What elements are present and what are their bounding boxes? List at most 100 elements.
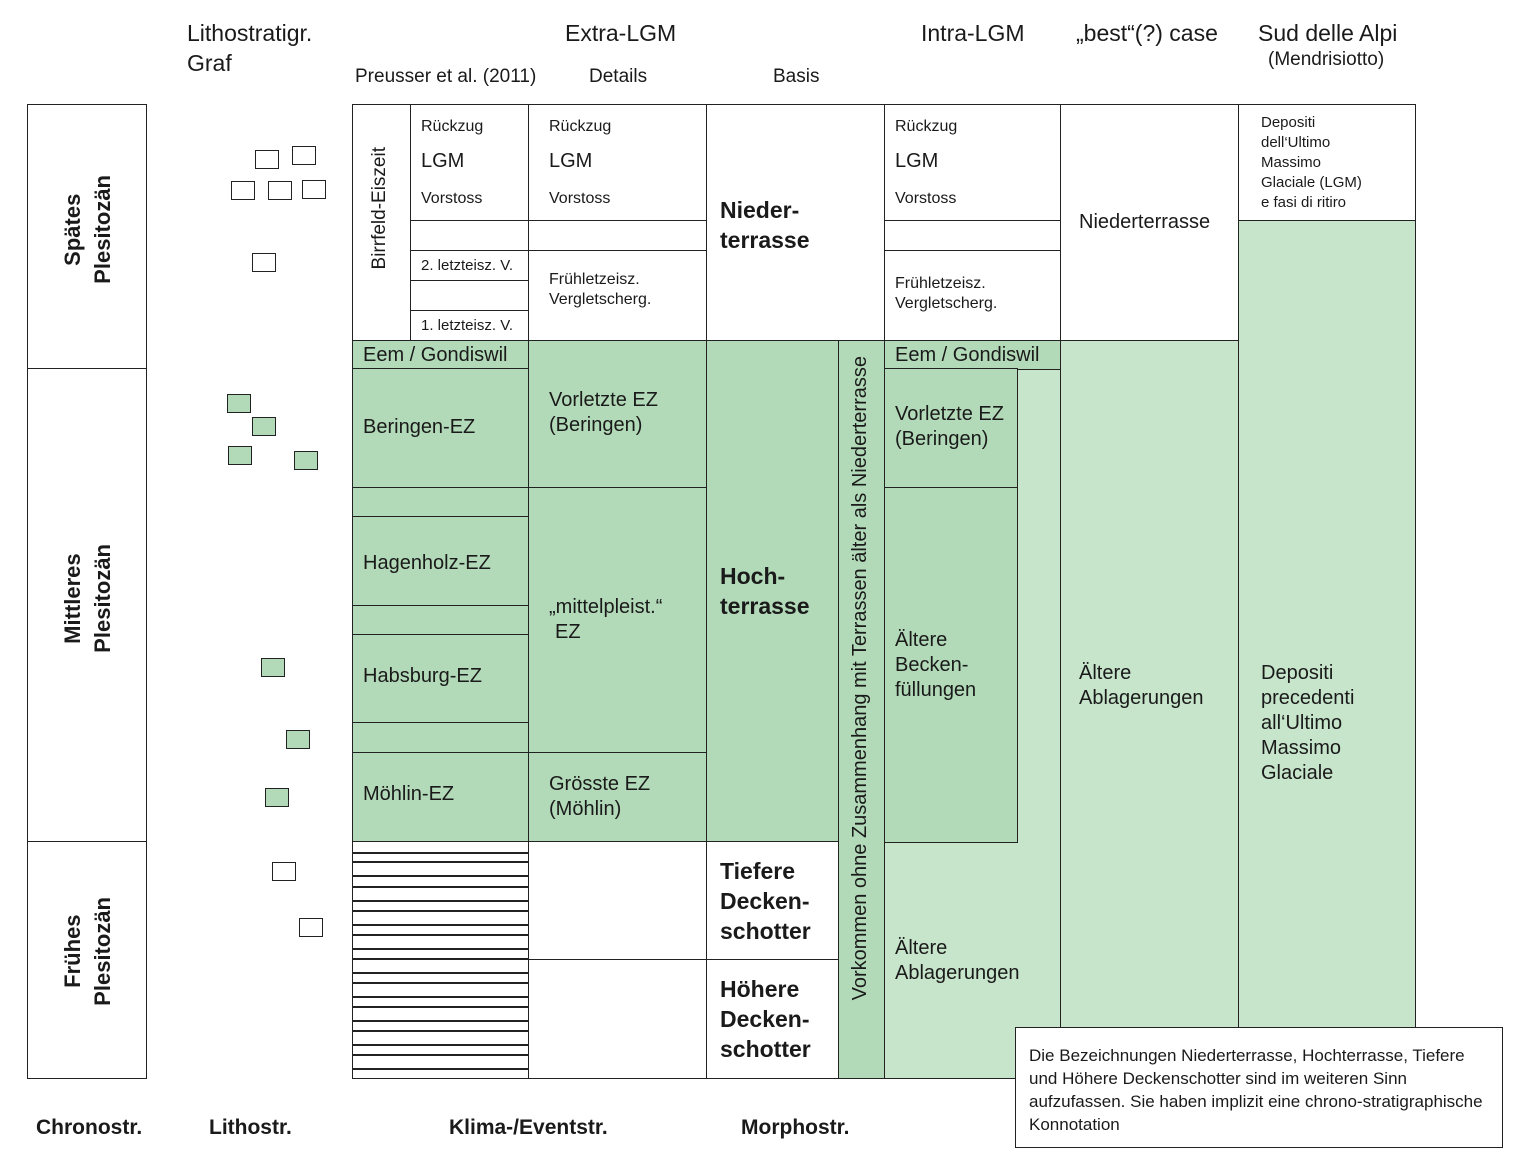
litho-symbol-green	[286, 730, 310, 749]
litho-symbol	[255, 150, 279, 169]
preusser-moehlin-box: Möhlin-EZ	[352, 752, 530, 843]
stripe	[353, 852, 529, 854]
basis-hoehere: Höhere Decken- schotter	[720, 974, 811, 1064]
preusser-early-striped	[352, 841, 530, 1079]
subheader-basis: Basis	[773, 66, 820, 87]
details-vorletzte-box: Vorletzte EZ (Beringen)	[528, 340, 708, 489]
birrfeld-box: Birrfeld-Eiszeit	[352, 104, 412, 342]
intra-vergletscherg: Vergletscherg.	[895, 295, 998, 312]
sud-top-line: Glaciale (LGM)	[1261, 174, 1362, 191]
preusser-lgm-box: Rückzug LGM Vorstoss	[410, 104, 530, 222]
litho-symbol-green	[228, 446, 252, 465]
basis-tiefere2: Decken-	[720, 888, 810, 914]
litho-symbol	[302, 180, 326, 199]
intra-fruehletzeisz-box: Frühletzeisz. Vergletscherg.	[884, 250, 1062, 342]
preusser-beringen-box: Beringen-EZ	[352, 368, 530, 489]
preusser-gap2-box	[410, 280, 530, 312]
sud-lgm-box: Depositi dell‘Ultimo Massimo Glaciale (L…	[1238, 104, 1416, 222]
birrfeld-label: Birrfeld-Eiszeit	[369, 147, 390, 270]
stripe	[353, 934, 529, 936]
preusser-letzteisz1-box: 1. letzteisz. V.	[410, 310, 530, 342]
preusser-moehlin: Möhlin-EZ	[363, 783, 455, 805]
stripe	[353, 1044, 529, 1046]
chrono-fruehes-box: Frühes Plesitozän	[27, 841, 147, 1079]
basis-hochterrasse-box: Hoch- terrasse	[706, 340, 840, 843]
intra-beckenfuellungen: Ältere Becken- füllungen	[895, 628, 976, 703]
details-vergletscherg: Vergletscherg.	[549, 291, 652, 308]
details-lgm: LGM	[549, 150, 593, 172]
preusser-letzteisz2: 2. letzteisz. V.	[421, 257, 513, 274]
basis-niederterrasse-box: Nieder- terrasse	[706, 104, 886, 342]
litho-symbol-green	[294, 451, 318, 470]
details-lgm-box: Rückzug LGM Vorstoss	[528, 104, 708, 222]
preusser-letzteisz2-box: 2. letzteisz. V.	[410, 250, 530, 282]
details-fruehletzeisz: Frühletzeisz.	[549, 271, 640, 288]
details-mittelpleist: „mittelpleist.“	[549, 596, 663, 618]
intra-rueckzug: Rückzug	[895, 118, 958, 135]
header-best-case: „best“(?) case	[1076, 20, 1218, 46]
best-aeltere: Ältere	[1079, 662, 1132, 684]
footer-klima: Klima-/Eventstr.	[449, 1116, 608, 1139]
preusser-letzteisz1: 1. letzteisz. V.	[421, 317, 513, 334]
details-moehlin: (Möhlin)	[549, 798, 622, 820]
basis-hoehere-box: Höhere Decken- schotter	[706, 959, 840, 1079]
intra-eem-box: Eem / Gondiswil	[884, 340, 1062, 370]
basis-nieder2: terrasse	[720, 227, 810, 253]
intra-vorstoss: Vorstoss	[895, 190, 957, 207]
preusser-gap-box	[410, 220, 530, 252]
stripe	[353, 1054, 529, 1056]
intra-ablag1: Ältere	[895, 937, 948, 959]
basis-hoch1: Hoch-	[720, 563, 786, 589]
chrono-fruehes-line1: Frühes	[60, 914, 85, 989]
sud-top-line: Massimo	[1261, 154, 1322, 171]
preusser-vorstoss: Vorstoss	[421, 190, 483, 207]
footer-morphostr: Morphostr.	[741, 1116, 850, 1139]
intra-aeltere1: Ältere	[895, 629, 948, 651]
sud-bottom-line: Depositi	[1261, 662, 1334, 684]
chrono-mittleres-line2: Plesitozän	[90, 544, 115, 653]
intra-aeltere3: füllungen	[895, 679, 977, 701]
basis-tiefere3: schotter	[720, 918, 811, 944]
intra-vorletzte: Vorletzte EZ	[895, 403, 1004, 425]
stripe	[353, 1068, 529, 1070]
footer-lithostr: Lithostr.	[209, 1116, 292, 1139]
details-mittelpleist-box: „mittelpleist.“ EZ	[528, 487, 708, 754]
sud-top-line: e fasi di ritiro	[1261, 194, 1347, 211]
litho-symbol	[292, 146, 316, 165]
preusser-eem-box: Eem / Gondiswil	[352, 340, 530, 370]
preusser-hagenholz-box: Hagenholz-EZ	[352, 516, 530, 607]
subheader-details: Details	[589, 66, 648, 87]
basis-tiefere-box: Tiefere Decken- schotter	[706, 841, 840, 961]
intra-lgm: LGM	[895, 150, 939, 172]
details-gap-box	[528, 220, 708, 252]
chrono-spaetes-line2: Plesitozän	[90, 175, 115, 284]
stripe	[353, 875, 529, 877]
basis-hoch2: terrasse	[720, 593, 810, 619]
stripe	[353, 1006, 529, 1008]
litho-symbol	[268, 181, 292, 200]
intra-gap-box	[884, 220, 1062, 252]
header-lithostratigr: Lithostratigr.	[187, 20, 313, 46]
best-niederterrasse-box: Niederterrasse	[1060, 104, 1240, 342]
sud-top-line: Depositi	[1261, 114, 1316, 131]
stripe	[353, 886, 529, 888]
best-aeltere-box: Ältere Ablagerungen	[1060, 340, 1240, 1030]
details-early-box	[528, 841, 708, 961]
litho-symbol-green	[252, 417, 276, 436]
preusser-habsburg: Habsburg-EZ	[363, 665, 482, 687]
chrono-spaetes-line1: Spätes	[60, 193, 85, 266]
details-fruehletzeisz-box: Frühletzeisz. Vergletscherg.	[528, 250, 708, 342]
basis-hoehere1: Höhere	[720, 976, 800, 1002]
header-intra-lgm: Intra-LGM	[921, 20, 1025, 46]
basis-hoehere3: schotter	[720, 1036, 811, 1062]
sud-bottom-text: Depositi precedenti all‘Ultimo Massimo G…	[1261, 661, 1354, 786]
details-groesste: Grösste EZ	[549, 773, 651, 795]
basis-vorkommen-box: Vorkommen ohne Zusammenhang mit Terrasse…	[838, 340, 886, 1079]
intra-beringen: (Beringen)	[895, 428, 989, 450]
litho-symbol-green	[261, 658, 285, 677]
intra-lgm-box: Rückzug LGM Vorstoss	[884, 104, 1062, 222]
header-sud-alpi: Sud delle Alpi	[1258, 20, 1398, 46]
chrono-spaetes-label: Spätes Plesitozän	[58, 175, 118, 284]
preusser-habsburg-box: Habsburg-EZ	[352, 634, 530, 724]
basis-nieder1: Nieder-	[720, 197, 800, 223]
